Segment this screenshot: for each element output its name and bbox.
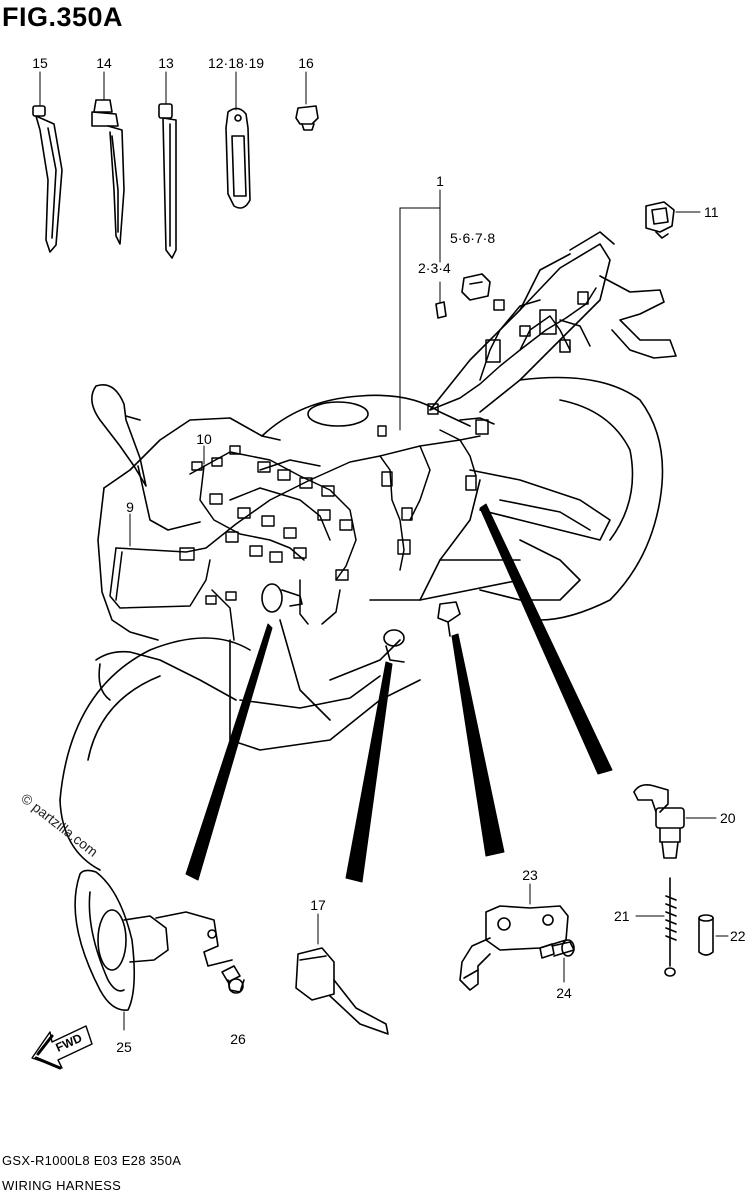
callout-25: 25 [116,1039,132,1055]
callout-24: 24 [556,985,572,1001]
part-2-3-4-fuse [435,281,447,319]
part-14-cable-tie-bolt [91,71,125,245]
part-22-sleeve [698,914,729,956]
part-16-clip [295,71,319,131]
callout-1: 1 [436,173,444,189]
callout-10: 10 [196,431,212,447]
section-name: WIRING HARNESS [2,1178,122,1193]
callout-13: 13 [158,55,174,71]
callout-labels: 15 14 13 12·18·19 16 1 5·6·7·8 2·3·4 11 … [32,55,746,1055]
horn-on-bike [261,583,303,613]
part-15-cable-tie-clip [32,71,63,253]
callout-11: 11 [704,204,719,220]
part-11-connector [645,201,701,239]
part-26-bolt [221,965,245,994]
pointer-wedges [185,503,613,883]
callout-26: 26 [230,1031,246,1047]
callout-16: 16 [298,55,314,71]
callout-14: 14 [96,55,112,71]
part-12-18-19-band-clamp [225,71,251,209]
callout-20: 20 [720,810,736,826]
part-23-pressure-switch [459,883,569,991]
model-code: GSX-R1000L8 E03 E28 350A [2,1153,182,1168]
part-21-spring [635,877,677,977]
switch-on-bike [437,601,461,637]
leader-1 [399,189,441,431]
callout-2-3-4: 2·3·4 [418,260,451,276]
callout-21: 21 [614,908,630,924]
harness-connectors-front [179,425,413,605]
wiring-harness-rear [427,287,597,491]
part-17-sensor [295,913,389,1035]
part-24-bolt [539,939,575,983]
callout-9: 9 [126,499,134,515]
figure-title: FIG.350A [2,2,124,32]
part-13-cable-tie [158,71,177,259]
sensor-on-bike [383,629,405,663]
callout-23: 23 [522,867,538,883]
callout-12-18-19: 12·18·19 [208,55,264,71]
part-25-horn [74,869,233,1031]
callout-17: 17 [310,897,326,913]
callout-22: 22 [730,928,746,944]
callout-15: 15 [32,55,48,71]
part-5-6-7-8-relay [461,273,491,301]
fwd-arrow-icon: FWD [31,1025,93,1070]
motorcycle-silhouette [59,231,677,871]
wiring-harness-main [109,435,481,641]
part-20-switch [633,784,717,859]
callout-5-6-7-8: 5·6·7·8 [450,230,495,246]
